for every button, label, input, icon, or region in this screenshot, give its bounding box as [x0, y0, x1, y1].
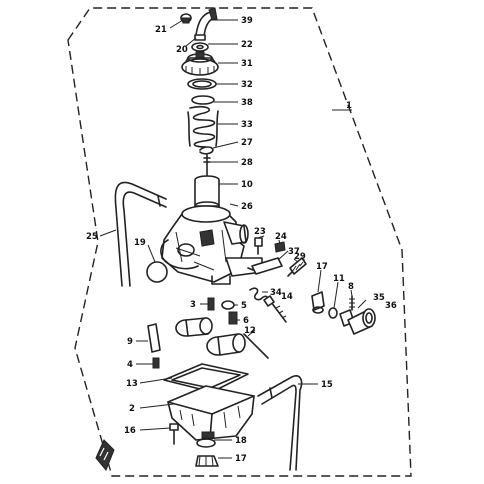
callout-12: 12	[244, 326, 256, 336]
pilot-screw-14	[263, 295, 287, 323]
pilot-jet-4	[152, 357, 160, 369]
needle-jet-9	[147, 323, 161, 353]
callout-17: 17	[316, 262, 328, 272]
o-ring-20	[146, 261, 168, 283]
screw-16	[169, 423, 179, 445]
callout-27: 27	[241, 138, 253, 148]
main-jet-3	[207, 297, 215, 311]
callout-6: 6	[243, 316, 249, 326]
throttle-valve-11	[194, 175, 220, 211]
drain-plug-18	[195, 455, 219, 467]
callout-15: 15	[321, 380, 333, 390]
gasket-32	[187, 78, 217, 90]
cap-nut-22	[180, 13, 192, 24]
callout-28: 28	[241, 158, 253, 168]
callout-35: 35	[373, 293, 385, 303]
elbow-fitting-21-39	[194, 7, 218, 41]
callout-24: 23	[254, 227, 266, 237]
jet-6	[228, 311, 238, 325]
callout-16: 16	[124, 426, 136, 436]
cable-adjuster-37	[247, 257, 283, 275]
float-chamber-2	[167, 385, 255, 441]
fuel-hose-15	[257, 375, 303, 471]
spring-17	[311, 291, 325, 314]
callout-29: 25	[86, 232, 98, 242]
callout-8: 8	[348, 282, 354, 292]
callout-21: 20	[176, 45, 188, 55]
spring-34	[249, 287, 269, 303]
callout-33: 33	[241, 120, 253, 130]
screw-30	[287, 257, 307, 277]
callout-38: 38	[241, 98, 253, 108]
callout-26: 26	[241, 202, 253, 212]
leader-lines	[99, 19, 367, 459]
callout-20: 19	[134, 238, 146, 248]
float-chamber-gasket-13	[163, 363, 249, 393]
callout-18: 17	[235, 454, 247, 464]
float-pin-12	[243, 333, 269, 359]
callout-14: 14	[281, 292, 293, 302]
starter-cap-36	[347, 308, 376, 335]
callout-30: 29	[294, 252, 306, 262]
callout-10: 11	[333, 274, 345, 284]
callout-36: 36	[385, 301, 397, 311]
plug-25	[274, 241, 286, 253]
throttle-spring-33	[187, 105, 219, 148]
screw-8	[349, 295, 355, 311]
callout-labels: 1 21 39 20 22 31 32 38 33 27 28 10 26 25…	[86, 16, 397, 464]
callout-22: 21	[155, 25, 167, 35]
spring-seat-38	[191, 95, 215, 105]
callout-37: 37	[288, 247, 300, 257]
front-arrow-icon	[95, 439, 115, 471]
callout-34: 34	[270, 288, 282, 298]
gasket-19	[196, 438, 216, 448]
callout-5: 5	[241, 301, 247, 311]
cap-ring-23	[191, 42, 209, 52]
carburetor-body-26	[160, 205, 263, 285]
callout-32: 32	[241, 80, 253, 90]
callout-13: 13	[126, 379, 138, 389]
overflow-hose-29	[114, 181, 167, 287]
callout-31: 31	[241, 59, 253, 69]
callout-23: 22	[241, 40, 253, 50]
callout-25: 24	[275, 232, 287, 242]
callout-4: 4	[127, 360, 133, 370]
assembly-boundary	[67, 7, 412, 477]
callout-1: 1	[346, 101, 352, 111]
clip-27	[199, 146, 214, 155]
mixing-chamber-top-31	[181, 51, 219, 76]
callout-39: 39	[241, 16, 253, 26]
callout-9: 9	[127, 337, 133, 347]
callout-11: 10	[241, 180, 253, 190]
needle-28	[203, 154, 211, 179]
callout-19: 18	[235, 436, 247, 446]
callout-2: 2	[129, 404, 135, 414]
washer-10	[328, 307, 338, 319]
callout-3: 3	[190, 300, 196, 310]
washer-5	[221, 300, 235, 310]
float-assembly	[175, 317, 246, 356]
throttle-screw-24	[254, 237, 263, 255]
